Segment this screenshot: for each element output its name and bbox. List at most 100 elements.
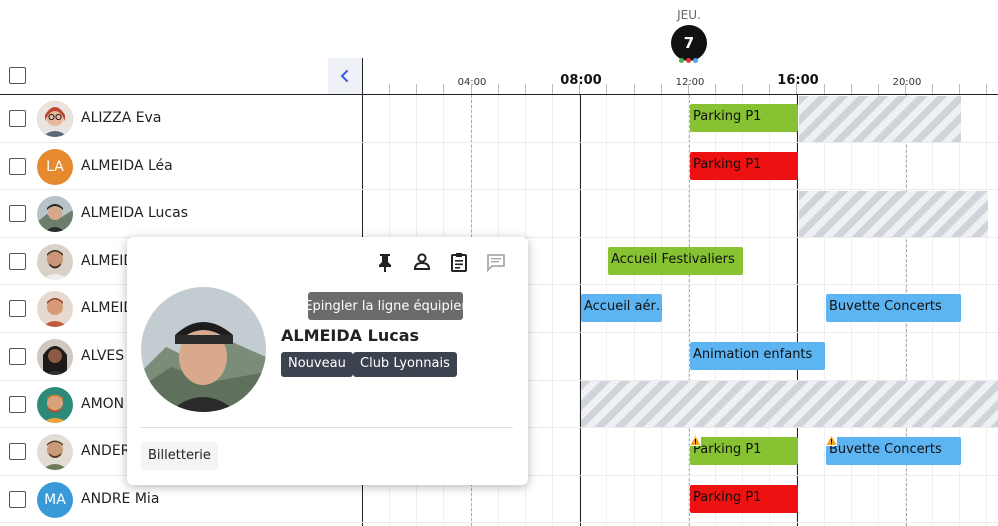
row-checkbox[interactable]	[9, 300, 26, 318]
row-checkbox[interactable]	[9, 252, 26, 270]
hour-tick	[688, 84, 689, 94]
hour-label: 20:00	[892, 77, 922, 88]
avatar	[37, 386, 73, 423]
member-name-heading: ALMEIDA Lucas	[281, 326, 420, 345]
hour-label: 08:00	[560, 73, 602, 88]
hour-label: 16:00	[777, 73, 819, 88]
grid-line	[742, 95, 743, 526]
grid-line	[769, 95, 770, 526]
shift-bar[interactable]: Buvette Concerts	[826, 294, 961, 322]
row-checkbox[interactable]	[9, 205, 26, 223]
hour-tick	[443, 84, 444, 94]
pin-icon[interactable]	[374, 251, 396, 273]
avatar: LA	[37, 148, 73, 185]
person-icon[interactable]	[411, 251, 433, 273]
hour-tick	[471, 84, 472, 94]
member-name: ALIZZA Eva	[81, 110, 162, 126]
member-name: ALVES I	[81, 348, 133, 364]
avatar	[37, 291, 73, 328]
row-checkbox[interactable]	[9, 443, 26, 461]
hour-tick	[769, 84, 770, 94]
skill-chip: Billetterie	[141, 442, 218, 470]
shift-bar[interactable]: Parking P1	[690, 485, 798, 513]
chevron-left-icon	[340, 70, 348, 82]
member-name: AMON	[81, 395, 125, 412]
pin-tooltip: Epingler la ligne équipier	[304, 292, 467, 320]
hour-tick	[742, 84, 743, 94]
member-name: ALMEID	[81, 300, 135, 317]
member-name: ANDRE Mia	[81, 490, 160, 507]
shift-bar[interactable]: Parking P1	[690, 437, 798, 465]
hour-tick	[715, 84, 716, 94]
grid-line	[824, 95, 825, 526]
warning-icon	[690, 435, 701, 446]
status-dot-green	[679, 58, 684, 63]
hour-tick	[389, 84, 390, 94]
hour-tick	[579, 84, 580, 94]
table-row[interactable]: MA ANDRE Mia	[0, 476, 998, 524]
hour-tick	[824, 84, 825, 94]
avatar	[37, 101, 73, 137]
row-checkbox[interactable]	[9, 348, 26, 365]
warning-icon	[826, 435, 837, 446]
grid-line	[552, 95, 553, 526]
tag-badge: Club Lyonnais	[353, 352, 457, 377]
shift-bar[interactable]: Parking P1	[690, 152, 798, 180]
unavailable-block	[799, 191, 988, 237]
grid-line	[715, 95, 716, 526]
table-row[interactable]: LA ALMEIDA Léa	[0, 143, 998, 191]
hour-label: 12:00	[675, 77, 705, 88]
avatar: MA	[37, 481, 73, 518]
avatar	[37, 339, 73, 375]
row-checkbox[interactable]	[9, 157, 26, 175]
unavailable-block	[581, 381, 998, 427]
hour-tick	[959, 84, 960, 94]
day-number[interactable]: 7	[671, 25, 707, 61]
hour-line-16	[797, 95, 798, 526]
hour-tick	[661, 84, 662, 94]
grid-line	[986, 95, 987, 526]
avatar	[37, 243, 73, 280]
hour-tick	[796, 84, 797, 94]
member-name: ALMEIDA Lucas	[81, 205, 188, 222]
grid-line	[579, 95, 580, 526]
grid-line	[688, 95, 689, 526]
shift-bar[interactable]: Parking P1	[690, 104, 798, 132]
hour-tick	[498, 84, 499, 94]
grid-line	[796, 95, 797, 526]
collapse-panel-button[interactable]	[328, 58, 362, 94]
hour-line-12	[689, 95, 690, 526]
hour-tick	[552, 84, 553, 94]
shift-bar[interactable]: Accueil aér…	[581, 294, 662, 322]
hour-tick	[525, 84, 526, 94]
row-checkbox[interactable]	[9, 395, 26, 413]
avatar	[37, 196, 73, 233]
member-popover: Epingler la ligne équipier ALMEIDA Lucas…	[127, 237, 528, 485]
hour-tick	[851, 84, 852, 94]
chat-icon[interactable]	[485, 251, 507, 273]
member-photo	[141, 287, 266, 412]
hour-tick	[932, 84, 933, 94]
hour-line-08	[580, 95, 581, 526]
unavailable-block	[799, 96, 961, 142]
popover-divider	[141, 427, 513, 428]
hour-tick	[606, 84, 607, 94]
shift-bar[interactable]: Animation enfants	[690, 342, 825, 370]
hour-tick	[905, 84, 906, 94]
hour-tick	[878, 84, 879, 94]
select-all-checkbox[interactable]	[9, 67, 26, 84]
hour-tick	[416, 84, 417, 94]
shift-bar[interactable]: Accueil Festivaliers	[608, 247, 743, 275]
clipboard-icon[interactable]	[448, 251, 470, 273]
shift-bar[interactable]: Buvette Concerts	[826, 437, 961, 465]
avatar	[37, 434, 73, 471]
row-checkbox[interactable]	[9, 110, 26, 127]
table-row[interactable]: ALIZZA Eva	[0, 95, 998, 143]
member-name: ALMEIDA Léa	[81, 157, 173, 174]
day-label: JEU.	[677, 8, 701, 22]
row-checkbox[interactable]	[9, 490, 26, 508]
status-dot-blue	[693, 58, 698, 63]
member-name: ANDER	[81, 443, 131, 460]
header-divider	[0, 94, 998, 95]
